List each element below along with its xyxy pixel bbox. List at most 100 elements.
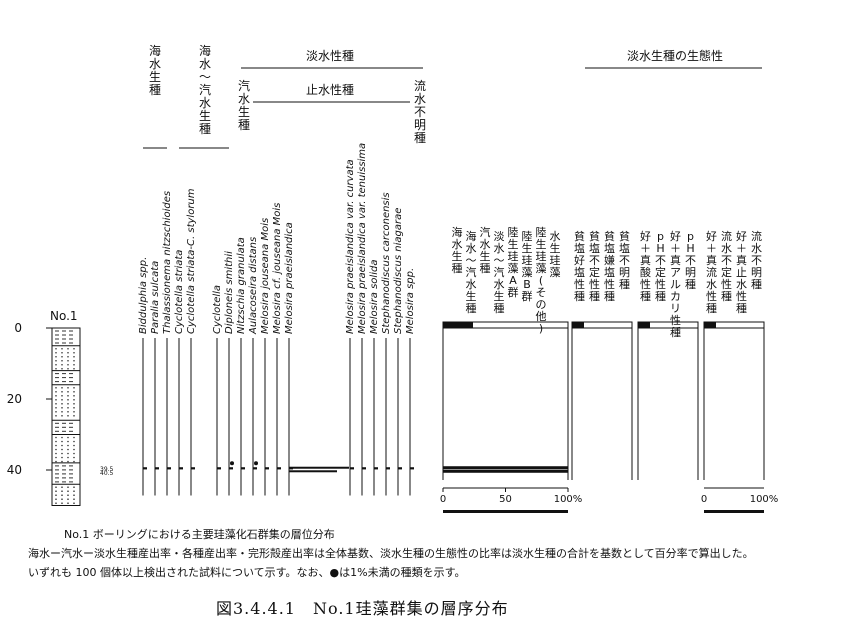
group-label-marine: 海水生種 (149, 43, 161, 97)
lithology-pattern (73, 498, 75, 501)
species-bar (398, 467, 402, 470)
lithology-pattern (67, 498, 69, 501)
species-name-label: Melosira praeislandica var. curvata (345, 159, 356, 334)
depth-tick-label: 40 (7, 463, 22, 477)
species-name-label: Cyclotella striata (174, 250, 185, 334)
lithology-pattern (73, 411, 75, 413)
lithology-pattern (67, 486, 69, 489)
lithology-pattern (73, 387, 75, 389)
lithology-pattern (67, 347, 69, 350)
lithology-pattern (61, 498, 63, 501)
lithology-pattern (73, 355, 75, 358)
depth-tick-label: 20 (7, 392, 22, 406)
lithology-pattern (55, 460, 57, 463)
lithology-pattern (61, 355, 63, 358)
lithology-pattern (61, 490, 63, 493)
ph-legend-segment (638, 322, 650, 328)
lithology-pattern (67, 403, 69, 405)
percent-tick-label: 0 (440, 494, 446, 505)
lithology-pattern (61, 387, 63, 389)
lithology-pattern (67, 440, 69, 443)
species-bar (386, 467, 390, 470)
species-bar (229, 467, 233, 470)
caption-line-2: 海水ー汽水ー淡水生種産出率・各種産出率・完形殻産出率は全体基数、淡水生種の生態性… (28, 547, 754, 560)
lithology-pattern (61, 456, 63, 459)
lithology-pattern (55, 486, 57, 489)
composition-bar (443, 469, 568, 473)
lithology-pattern (73, 440, 75, 443)
lithology-pattern (73, 363, 75, 366)
lithology-pattern (73, 391, 75, 393)
current-legend-label: 好＋真流水性種 (706, 229, 717, 315)
lithology-pattern (73, 502, 75, 505)
species-bar (289, 466, 349, 469)
group-label-freshwater: 淡水性種 (306, 49, 354, 63)
species-name-label: Stephanodiscus carconensis (381, 192, 392, 334)
salinity-legend-segment (572, 322, 584, 328)
lithology-pattern (67, 399, 69, 401)
lithology-pattern (67, 387, 69, 389)
lithology-pattern (55, 440, 57, 443)
percent-tick-label: 100% (554, 494, 583, 505)
lithology-pattern (67, 391, 69, 393)
lithology-pattern (55, 436, 57, 439)
boring-label: No.1 (50, 309, 78, 323)
composition-legend-label: 水生珪藻 (550, 230, 561, 279)
lithology-pattern (55, 351, 57, 354)
lithology-pattern (55, 347, 57, 350)
lithology-pattern (55, 387, 57, 389)
lithology-pattern (73, 351, 75, 354)
diatom-stratigraphic-chart: No.1 0 20 40 39.540.5 Biddulphia spp.Paralia … (7, 43, 779, 513)
lithology-pattern (61, 395, 63, 397)
species-name-label: Melosira praeislandica (284, 222, 295, 334)
salinity-legend-label: 貧塩不定性種 (589, 230, 600, 303)
lithology-pattern (67, 436, 69, 439)
sample-label: 40.5 (100, 470, 114, 477)
lithology-pattern (61, 502, 63, 505)
percent-tick-label: 100% (750, 494, 779, 505)
lithology-pattern (61, 452, 63, 455)
lithology-pattern (73, 399, 75, 401)
lithology-pattern (55, 411, 57, 413)
lithology-pattern (67, 444, 69, 447)
species-name-label: Aulacoseira distans (248, 237, 259, 335)
lithology-pattern (73, 359, 75, 362)
lithology-pattern (61, 444, 63, 447)
species-name-label: Biddulphia spp. (138, 257, 149, 334)
species-name-label: Paralia sulcata (150, 261, 161, 334)
ph-legend-label: 好＋真アルカリ性種 (670, 229, 681, 339)
composition-bar (443, 466, 568, 470)
sample-label: 39.5 (100, 466, 114, 473)
group-label-limnophilous: 止水性種 (306, 83, 354, 97)
caption-line-3: いずれも 100 個体以上検出された試料について示す。なお、●は1%未満の種類を… (28, 566, 466, 579)
lithology-pattern (73, 367, 75, 370)
lithology-pattern (67, 452, 69, 455)
lithology-pattern (73, 494, 75, 497)
lithology-column (51, 327, 81, 506)
species-name-label: Melosira cf. jouseana Mois (272, 203, 283, 334)
species-name-label: Thalassionema nitzschioides (162, 191, 173, 334)
lithology-pattern (73, 444, 75, 447)
species-bar (167, 467, 171, 470)
lithology-pattern (61, 363, 63, 366)
lithology-pattern (67, 460, 69, 463)
percent-scale-bar (443, 510, 568, 513)
species-name-label: Melosira jouseana Mois (260, 218, 271, 334)
lithology-pattern (73, 456, 75, 459)
lithology-pattern (73, 415, 75, 417)
lithology-pattern (55, 395, 57, 397)
species-name-label: Diploneis smithii (224, 251, 235, 334)
lithology-pattern (55, 415, 57, 417)
lithology-pattern (55, 355, 57, 358)
lithology-pattern (61, 486, 63, 489)
lithology-pattern (61, 351, 63, 354)
salinity-legend-label: 貧塩好塩性種 (574, 230, 585, 303)
lithology-pattern (61, 391, 63, 393)
lithology-pattern (73, 460, 75, 463)
ecology-header: 淡水生種の生態性 (627, 48, 723, 63)
lithology-pattern (67, 351, 69, 354)
species-bar (155, 467, 159, 470)
